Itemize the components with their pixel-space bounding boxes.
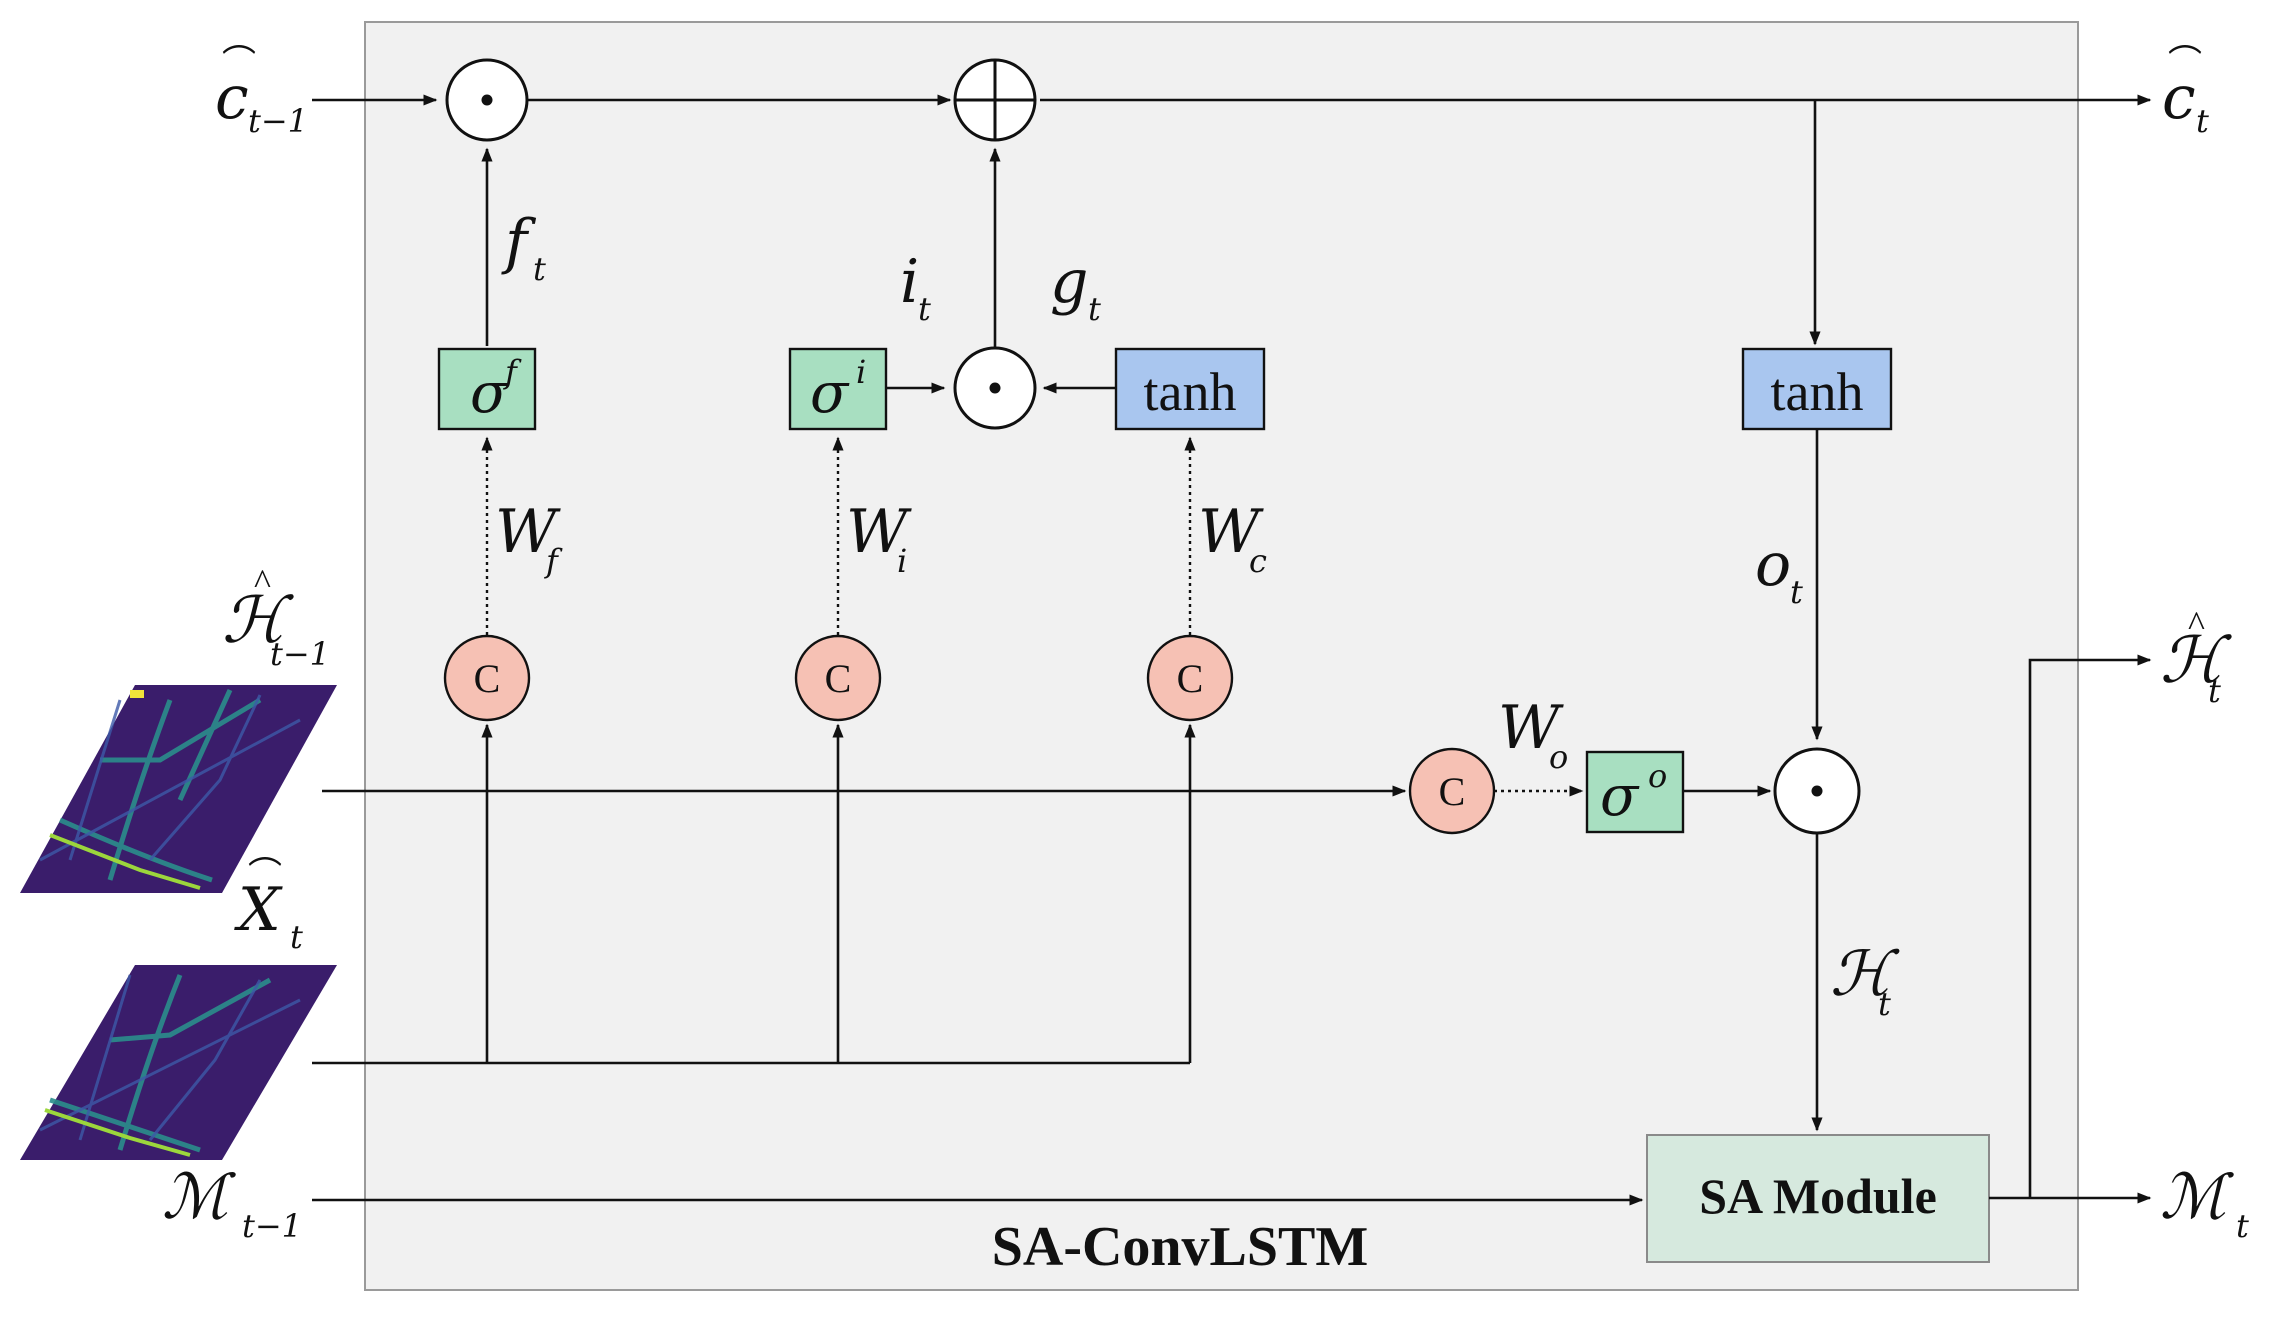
svg-text:t: t (1088, 290, 1101, 328)
svg-text:ℋ: ℋ (2160, 624, 2232, 698)
svg-text:^: ^ (254, 562, 271, 602)
svg-text:t: t (533, 250, 546, 288)
label-m-prev: ℳ t−1 (162, 1160, 302, 1245)
svg-text:t−1: t−1 (270, 635, 330, 673)
svg-text:X: X (234, 875, 283, 945)
diagram-title: SA-ConvLSTM (992, 1216, 1369, 1278)
svg-text:W: W (846, 497, 912, 567)
svg-text:t−1: t−1 (248, 102, 308, 140)
sigma-i-symbol: σ (810, 361, 850, 426)
x-t-heatmap (20, 965, 337, 1160)
label-w-i: W i (846, 497, 912, 580)
label-h-next: ℋ ^ t (2160, 604, 2232, 710)
svg-text:^: ^ (2188, 604, 2205, 644)
svg-text:⌒: ⌒ (248, 856, 282, 894)
svg-text:W: W (1498, 693, 1564, 763)
h-out-arrow (2028, 654, 2152, 1198)
svg-text:t: t (290, 918, 303, 956)
label-o-t: o t (1755, 530, 1803, 611)
svg-text:⌒: ⌒ (2168, 44, 2202, 82)
svg-text:t: t (2208, 672, 2221, 710)
svg-text:ℳ: ℳ (2160, 1160, 2234, 1233)
svg-text:i: i (897, 542, 907, 580)
svg-text:⌒: ⌒ (222, 44, 256, 82)
label-x-t: X ⌒ t (234, 856, 303, 956)
concat-node-o: C (1408, 747, 1496, 835)
sigma-f-box: σ f (437, 347, 537, 431)
label-hidden: ℋ t (1830, 937, 1900, 1023)
sigma-o-sup: o (1648, 757, 1667, 795)
svg-text:C: C (825, 656, 852, 701)
label-m-next: ℳ t (2160, 1160, 2249, 1245)
label-c-prev: c ⌒ t−1 (215, 44, 308, 140)
sa-module-box: SA Module (1646, 1134, 1990, 1263)
svg-text:C: C (474, 656, 501, 701)
label-c-next: c ⌒ t (2162, 44, 2209, 140)
svg-text:i: i (900, 247, 919, 317)
output-multiply-node (1773, 747, 1861, 835)
svg-text:o: o (1549, 738, 1568, 776)
label-i-t: i t (900, 247, 931, 328)
svg-text:ℳ: ℳ (162, 1160, 236, 1233)
svg-text:c: c (2162, 63, 2196, 133)
svg-text:o: o (1755, 530, 1791, 600)
svg-text:C: C (1177, 656, 1204, 701)
input-multiply-node (953, 346, 1037, 430)
sigma-f-symbol: σ (470, 361, 510, 426)
svg-text:t: t (1878, 985, 1891, 1023)
svg-text:W: W (1198, 497, 1264, 567)
svg-text:SA Module: SA Module (1699, 1168, 1937, 1224)
sigma-i-sup: i (856, 353, 866, 391)
svg-text:ℋ: ℋ (1830, 937, 1900, 1010)
svg-text:t: t (918, 290, 931, 328)
forget-multiply-node (445, 58, 529, 142)
svg-text:g: g (1050, 247, 1088, 317)
tanh-out-box: tanh (1741, 347, 1893, 431)
svg-text:t: t (2196, 102, 2209, 140)
add-node (953, 58, 1037, 142)
concat-node-f: C (443, 634, 531, 722)
tanh-g-box: tanh (1114, 347, 1266, 431)
label-g-t: g t (1050, 247, 1101, 328)
svg-text:c: c (215, 63, 249, 133)
svg-text:ℋ: ℋ (222, 584, 294, 658)
sigma-i-box: σ i (788, 347, 888, 431)
label-h-prev: ℋ ^ t−1 (222, 562, 330, 673)
svg-text:t: t (2236, 1207, 2249, 1245)
label-w-o: W o (1498, 693, 1568, 776)
svg-text:t−1: t−1 (242, 1207, 302, 1245)
h-prev-heatmap (20, 685, 337, 893)
svg-text:tanh: tanh (1771, 362, 1864, 422)
svg-text:W: W (495, 497, 561, 567)
concat-node-c: C (1146, 634, 1234, 722)
svg-text:c: c (1249, 542, 1267, 580)
label-w-c: W c (1198, 497, 1267, 580)
sigma-o-box: σ o (1585, 750, 1685, 834)
svg-text:t: t (1790, 573, 1803, 611)
concat-node-i: C (794, 634, 882, 722)
svg-text:tanh: tanh (1144, 362, 1237, 422)
sigma-o-symbol: σ (1600, 764, 1640, 829)
svg-text:C: C (1439, 769, 1466, 814)
